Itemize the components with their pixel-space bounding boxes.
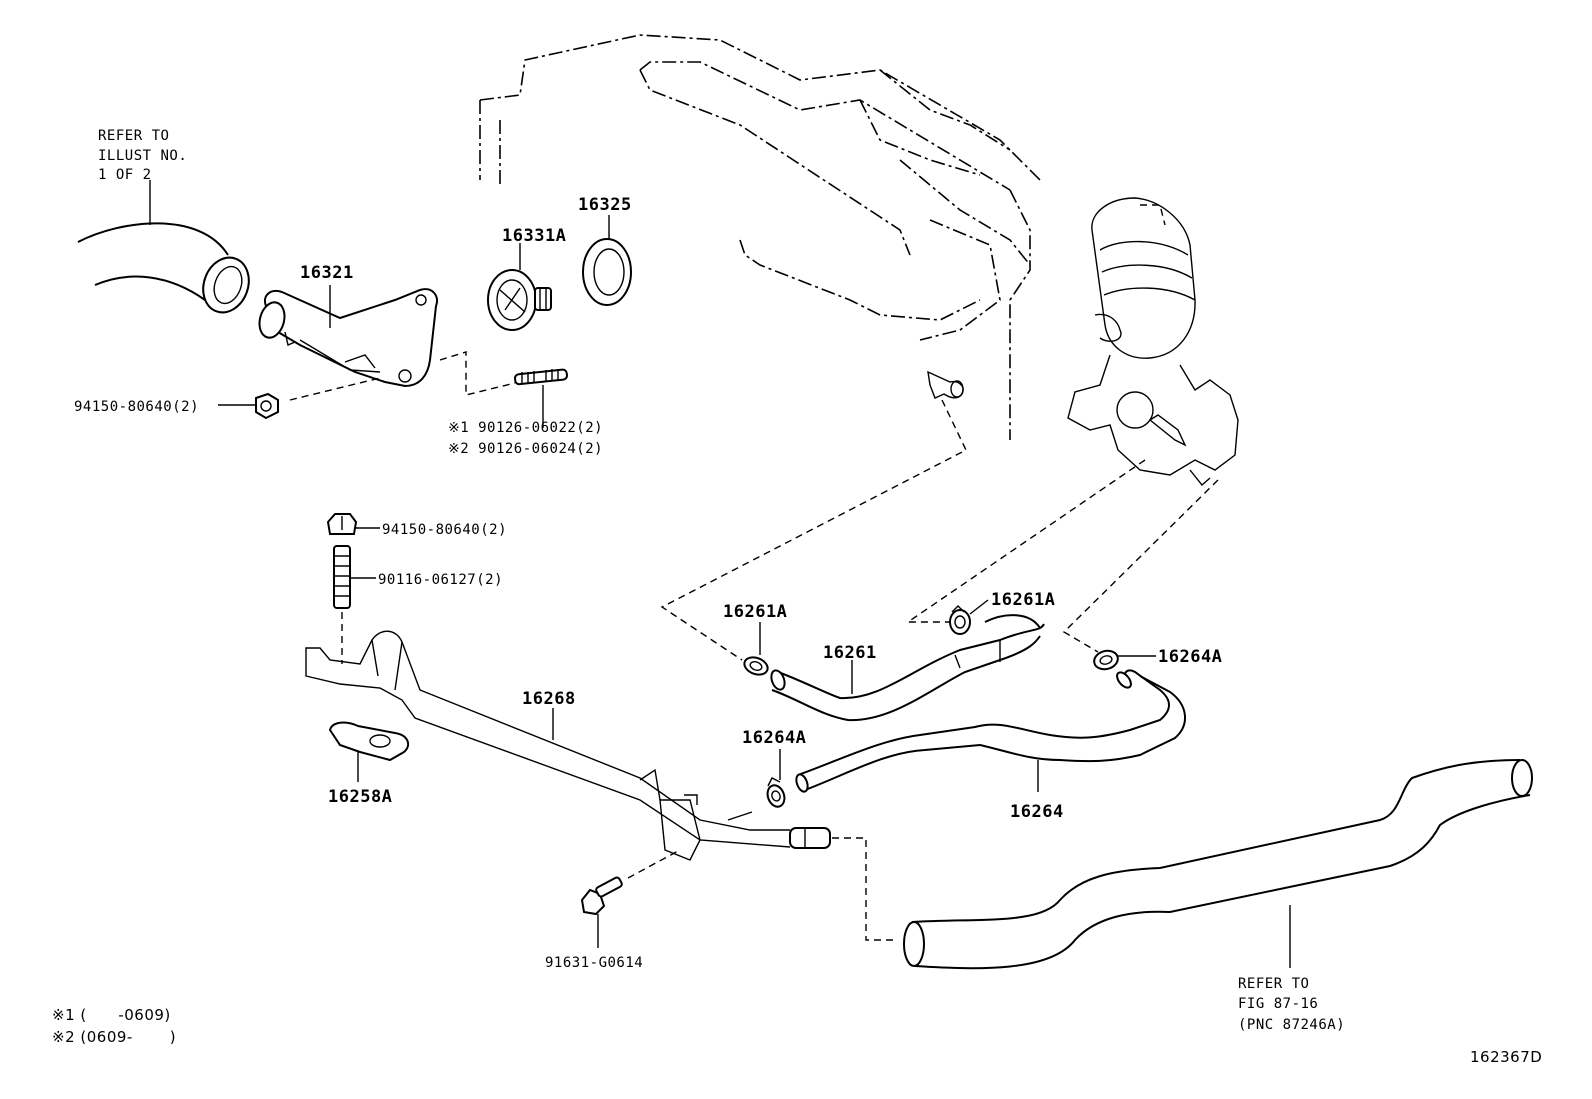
- clamp-16264A-right: [1093, 649, 1156, 671]
- label-stud-2: ※2 90126-06024(2): [448, 441, 603, 457]
- label-bolt: 91631-G0614: [545, 955, 643, 971]
- label-clamp-16261A-right: 16261A: [991, 590, 1055, 610]
- nut-94150-top: [218, 392, 279, 420]
- refer-bottom-line3: (PNC 87246A): [1238, 1017, 1345, 1033]
- lower-hose: [903, 759, 1533, 970]
- water-pipe-16268: [305, 630, 831, 861]
- refer-top-line3: 1 OF 2: [98, 167, 152, 183]
- label-16261: 16261: [823, 643, 877, 663]
- diagram-id: 162367D: [1470, 1048, 1542, 1066]
- label-clamp-16261A-left: 16261A: [723, 602, 787, 622]
- footnote-2: ※2 (0609- ): [52, 1028, 176, 1046]
- label-16268: 16268: [522, 689, 576, 709]
- clamp-16264A-left: [766, 749, 786, 808]
- clamp-16261A-left: [743, 622, 769, 676]
- label-clamp-16264A-right: 16264A: [1158, 647, 1222, 667]
- refer-top-line2: ILLUST NO.: [98, 148, 187, 164]
- refer-bottom-line1: REFER TO: [1238, 976, 1309, 992]
- label-16325: 16325: [578, 195, 632, 215]
- dash-throttle-to-16261: [905, 459, 1146, 623]
- engine-outline: [479, 34, 1041, 440]
- footnote-1: ※1 ( -0609): [52, 1006, 171, 1024]
- dash-bolt-to-bracket: [627, 849, 681, 879]
- dash-nut-to-inlet: [289, 377, 381, 401]
- label-nut-mid: 94150-80640(2): [382, 522, 507, 538]
- engine-nipple: [927, 370, 964, 399]
- gasket-16325: [582, 215, 632, 306]
- upper-hose: [77, 180, 250, 314]
- dash-engine-to-16261: [660, 399, 967, 661]
- refer-top-line1: REFER TO: [98, 128, 169, 144]
- water-inlet-16321: [258, 285, 438, 388]
- label-clamp-16264A-left: 16264A: [742, 728, 806, 748]
- label-stud-1: ※1 90126-06022(2): [448, 420, 603, 436]
- thermostat-16331A: [487, 243, 552, 331]
- dash-stud-to-inlet: [439, 351, 516, 396]
- label-nut-top: 94150-80640(2): [74, 399, 199, 415]
- bolt-91631: [580, 876, 623, 948]
- gasket-16258A: [328, 721, 410, 782]
- throttle-body: [1067, 197, 1239, 487]
- nut-94150-mid: [326, 513, 380, 535]
- clamp-16261A-right: [949, 599, 989, 635]
- hose-16261: [770, 614, 1045, 722]
- refer-bottom-line2: FIG 87-16: [1238, 996, 1318, 1012]
- label-16264: 16264: [1010, 802, 1064, 822]
- label-16321: 16321: [300, 263, 354, 283]
- dash-throttle-to-16264: [1062, 479, 1219, 653]
- label-16331A: 16331A: [502, 226, 566, 246]
- label-stud-mid: 90116-06127(2): [378, 572, 503, 588]
- dash-pipe-to-lower-hose: [832, 837, 898, 941]
- stud-90126: [514, 368, 568, 428]
- stud-90116: [333, 545, 376, 609]
- label-16258A: 16258A: [328, 787, 392, 807]
- hose-16264: [795, 669, 1186, 793]
